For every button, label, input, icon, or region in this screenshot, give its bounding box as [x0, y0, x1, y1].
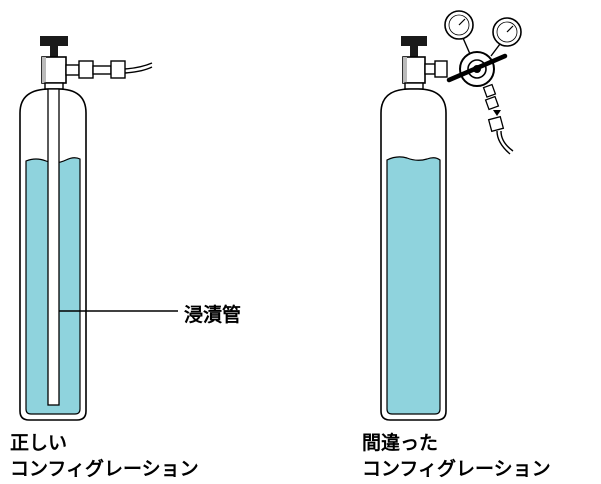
caption-line-1: 正しい — [10, 432, 68, 454]
dip-tube — [47, 88, 60, 406]
incorrect-configuration-caption: 間違った コンフィグレーション — [362, 430, 551, 482]
regulator-outlet — [482, 83, 500, 111]
dip-tube-label: 浸漬管 — [184, 304, 242, 326]
valve-stem — [50, 46, 58, 58]
pressure-gauge-icon — [444, 10, 474, 55]
valve-handle — [40, 36, 68, 46]
outlet-fitting — [65, 60, 126, 79]
flow-arrow-icon — [493, 110, 501, 116]
correct-cylinder-assembly — [19, 36, 178, 421]
cylinder-neck — [404, 82, 424, 90]
caption-line-1: 間違った — [362, 432, 439, 454]
correct-configuration-caption: 正しい コンフィグレーション — [10, 430, 199, 482]
incorrect-cylinder-assembly — [380, 10, 522, 421]
pressure-gauge-icon — [490, 17, 522, 57]
valve-handle — [401, 36, 427, 46]
outlet-hose — [496, 130, 511, 155]
caption-line-2: コンフィグレーション — [362, 458, 551, 480]
caption-line-2: コンフィグレーション — [10, 458, 199, 480]
liquid-fill — [386, 156, 441, 415]
outlet-hose — [124, 62, 153, 70]
cylinder-neck — [44, 82, 64, 90]
no-sign-icon — [446, 53, 508, 83]
